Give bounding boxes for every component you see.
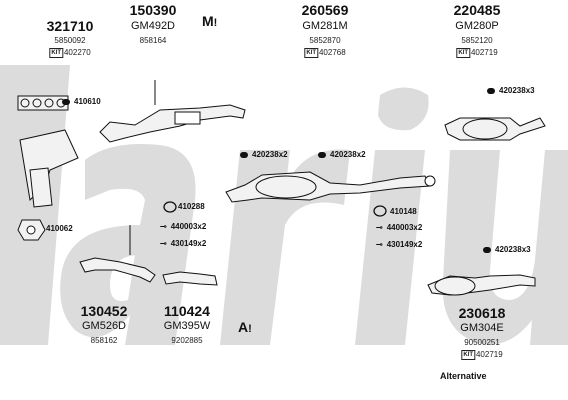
oil-can-icon: M! (202, 13, 218, 29)
alternative-label: Alternative (440, 371, 487, 381)
kit-icon: KIT (456, 48, 470, 58)
ref-5850092: 5850092 (54, 36, 86, 45)
label-410062: 410062 (46, 224, 73, 233)
middle-pipe-a (225, 171, 436, 203)
part-number-230618: 230618 (458, 305, 506, 321)
label-420238x3-rear-b: 420238x3 (483, 246, 531, 254)
part-number-150390: 150390 (129, 2, 177, 18)
part-number-260569: 260569 (301, 2, 349, 18)
ref-5852870: 5852870 (309, 36, 341, 45)
label-430149x2-b: ⊸430149x2 (376, 240, 423, 249)
kit-icon: KIT (49, 48, 63, 58)
hardware-rings (163, 201, 387, 217)
label-430149x2-a: ⊸430149x2 (160, 239, 207, 248)
pipe-b (162, 271, 218, 286)
code-GM395W: GM395W (163, 320, 211, 332)
label-410288: 410288 (178, 202, 205, 211)
label-410610: 410610 (62, 98, 101, 106)
rear-muffler-b (427, 274, 536, 296)
kit-icon: KIT (304, 48, 318, 58)
code-GM492D: GM492D (130, 20, 176, 32)
ref-5852120: 5852120 (461, 36, 493, 45)
label-410148: 410148 (390, 207, 417, 216)
ref-858162: 858162 (90, 336, 118, 345)
kit-icon: KIT (461, 350, 475, 360)
ref-90500251: 90500251 (464, 338, 500, 347)
label-420238x3-rear: 420238x3 (487, 87, 535, 95)
ref-9202885: 9202885 (171, 336, 203, 345)
code-GM281M: GM281M (302, 20, 348, 32)
part-number-321710: 321710 (46, 18, 94, 34)
label-420238x2-a: 420238x2 (240, 151, 288, 159)
label-440003x2-b: ⊸440003x2 (376, 223, 423, 232)
part-number-130452: 130452 (80, 303, 128, 319)
front-manifold (17, 95, 79, 241)
part-number-220485: 220485 (453, 2, 501, 18)
label-440003x2-a: ⊸440003x2 (160, 222, 207, 231)
watermark-logo (0, 65, 568, 345)
code-GM526D: GM526D (81, 320, 127, 332)
wrench-icon: A! (238, 319, 252, 335)
part-number-110424: 110424 (164, 303, 210, 319)
label-420238x2-b: 420238x2 (318, 151, 366, 159)
code-GM280P: GM280P (455, 20, 499, 32)
front-pipe-b (79, 225, 156, 283)
rear-muffler (444, 117, 546, 141)
ref-858164: 858164 (139, 36, 167, 45)
code-GM304E: GM304E (460, 322, 504, 334)
front-pipe (99, 80, 246, 143)
